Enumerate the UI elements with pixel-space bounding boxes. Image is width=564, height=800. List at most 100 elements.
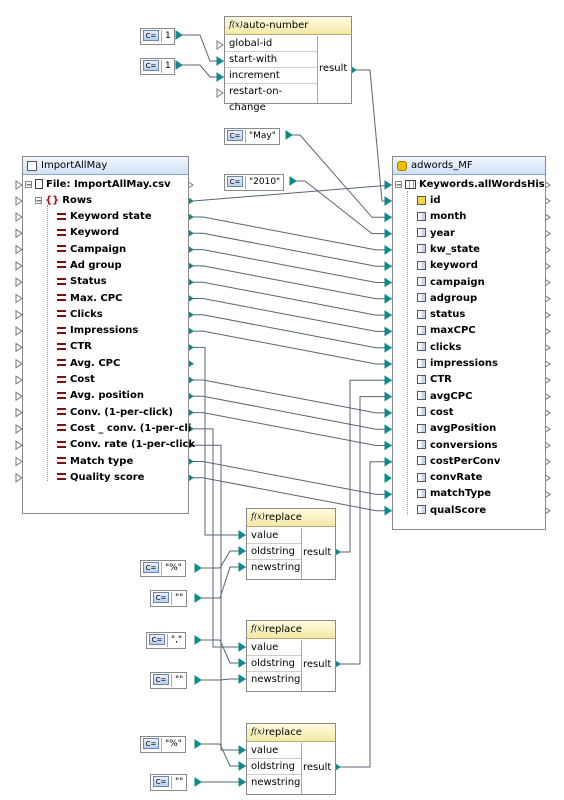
port-icon[interactable]: [15, 180, 23, 190]
connection-line[interactable]: [195, 743, 246, 767]
target-field[interactable]: avgPosition: [417, 421, 496, 437]
target-field[interactable]: campaign: [417, 275, 485, 291]
port-icon[interactable]: [175, 60, 183, 70]
connection-line[interactable]: [193, 379, 392, 414]
port-icon[interactable]: [384, 375, 392, 386]
port-icon[interactable]: [15, 309, 23, 320]
source-component[interactable]: ImportAllMay −File: ImportAllMay.csv −{}…: [22, 156, 195, 514]
port-icon[interactable]: [238, 658, 246, 668]
port-icon[interactable]: [384, 424, 392, 435]
replace-result[interactable]: result: [303, 762, 332, 773]
target-field[interactable]: clicks: [417, 340, 461, 356]
replace-input[interactable]: newstring: [247, 560, 301, 576]
port-icon[interactable]: [384, 473, 392, 484]
source-field[interactable]: Quality score: [57, 470, 144, 486]
source-rows-row[interactable]: −{}Rows: [35, 193, 92, 209]
target-field[interactable]: maxCPC: [417, 323, 476, 339]
target-field[interactable]: qualScore: [417, 503, 486, 519]
connection-line[interactable]: [340, 379, 392, 553]
replace-input[interactable]: newstring: [247, 672, 301, 688]
port-icon[interactable]: [216, 88, 224, 98]
source-field[interactable]: Campaign: [57, 242, 126, 258]
port-icon[interactable]: [384, 391, 392, 402]
source-field[interactable]: Impressions: [57, 323, 138, 339]
target-field[interactable]: status: [417, 307, 465, 323]
connection-line[interactable]: [193, 346, 246, 536]
replace-header[interactable]: f(x)replace: [247, 621, 335, 639]
target-field[interactable]: avgCPC: [417, 389, 472, 405]
auto-number-input-increment[interactable]: increment: [225, 68, 317, 84]
port-icon[interactable]: [15, 212, 23, 222]
port-icon[interactable]: [15, 228, 23, 239]
replace-header[interactable]: f(x)replace: [247, 724, 335, 742]
port-icon[interactable]: [384, 277, 392, 288]
connection-line[interactable]: [193, 477, 392, 512]
constant-empty-1[interactable]: C="": [150, 590, 188, 607]
target-table-row[interactable]: −Keywords.allWordsHis: [395, 177, 545, 193]
constant-month[interactable]: C="May": [224, 128, 280, 145]
constant-start-with[interactable]: C=1: [140, 28, 175, 45]
source-field[interactable]: Max. CPC: [57, 291, 122, 307]
port-icon[interactable]: [15, 196, 23, 206]
port-icon[interactable]: [289, 176, 297, 186]
port-icon[interactable]: [194, 739, 202, 749]
source-field[interactable]: Avg. CPC: [57, 356, 120, 372]
target-field[interactable]: id: [417, 193, 441, 209]
source-field[interactable]: Status: [57, 274, 107, 290]
port-icon[interactable]: [384, 440, 392, 451]
connection-line[interactable]: [193, 461, 392, 495]
port-icon[interactable]: [384, 359, 392, 369]
replace-input[interactable]: value: [247, 528, 301, 544]
connection-line[interactable]: [195, 678, 246, 681]
auto-number-input-restart-on-change[interactable]: restart-on-change: [225, 84, 317, 113]
port-icon[interactable]: [238, 546, 246, 556]
connection-line[interactable]: [193, 281, 392, 316]
replace-input[interactable]: newstring: [247, 775, 301, 791]
source-field[interactable]: Keyword: [57, 225, 119, 241]
port-icon[interactable]: [15, 277, 23, 288]
port-icon[interactable]: [15, 293, 23, 304]
auto-number-result[interactable]: result: [319, 63, 348, 74]
connection-line[interactable]: [340, 396, 392, 665]
port-icon[interactable]: [194, 563, 202, 573]
connection-line[interactable]: [195, 566, 246, 599]
port-icon[interactable]: [15, 407, 23, 418]
auto-number-header[interactable]: f(x) auto-number: [225, 17, 351, 35]
target-field[interactable]: adgroup: [417, 291, 477, 307]
auto-number-input-start-with[interactable]: start-with: [225, 52, 317, 68]
port-icon[interactable]: [238, 674, 246, 684]
port-icon[interactable]: [384, 456, 392, 467]
port-icon[interactable]: [15, 440, 23, 451]
port-icon[interactable]: [216, 56, 224, 66]
connection-line[interactable]: [195, 550, 246, 569]
target-field[interactable]: CTR: [417, 372, 452, 388]
port-icon[interactable]: [15, 342, 23, 353]
port-icon[interactable]: [384, 489, 392, 500]
port-icon[interactable]: [238, 777, 246, 787]
port-icon[interactable]: [238, 642, 246, 652]
port-icon[interactable]: [216, 40, 224, 50]
port-icon[interactable]: [238, 530, 246, 540]
source-field[interactable]: Conv. (1-per-click): [57, 405, 173, 421]
target-field[interactable]: year: [417, 226, 455, 242]
connection-line[interactable]: [193, 395, 392, 430]
replace-result[interactable]: result: [303, 659, 332, 670]
port-icon[interactable]: [194, 593, 202, 603]
target-field[interactable]: costPerConv: [417, 454, 500, 470]
source-field[interactable]: Keyword state: [57, 209, 152, 225]
port-icon[interactable]: [384, 342, 392, 353]
port-icon[interactable]: [384, 180, 392, 190]
connection-line[interactable]: [193, 330, 392, 365]
connection-line[interactable]: [340, 461, 392, 768]
port-icon[interactable]: [15, 260, 23, 271]
connection-line[interactable]: [290, 180, 392, 235]
port-icon[interactable]: [238, 562, 246, 572]
port-icon[interactable]: [238, 745, 246, 755]
port-icon[interactable]: [15, 244, 23, 255]
auto-number-input-global-id[interactable]: global-id: [225, 36, 317, 52]
port-icon[interactable]: [384, 196, 392, 206]
connection-line[interactable]: [195, 639, 246, 664]
